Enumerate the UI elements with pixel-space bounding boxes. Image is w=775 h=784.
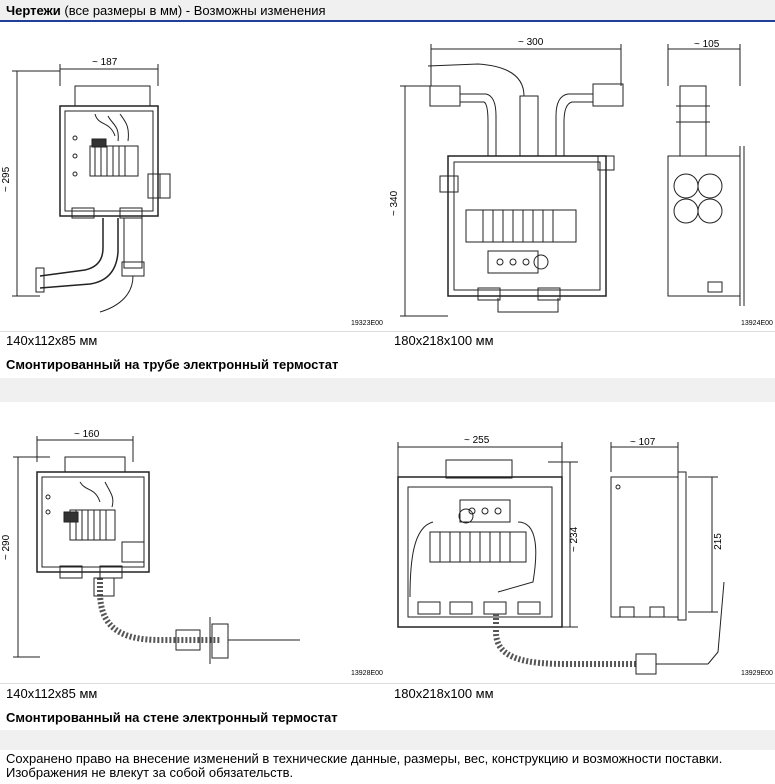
size-label: 180x218x100 мм (394, 686, 494, 701)
size-label: 180x218x100 мм (394, 333, 494, 348)
drawing-code: 19323E00 (351, 320, 383, 327)
drawing-code: 13929E00 (741, 670, 773, 677)
dim-width-label: ~ 255 (464, 435, 490, 446)
drawing-pipe-large: ~ 300 ~ 105 ~ 340 13924E00 (388, 26, 775, 332)
dim-depth-label: ~ 107 (630, 437, 656, 448)
drawing-code: 13928E00 (351, 670, 383, 677)
size-label: 140x112x85 мм (6, 686, 98, 701)
drawing-wall-large: ~ 255 ~ 107 ~ 234 215 13929E00 (388, 402, 775, 682)
dim-depth-label: ~ 105 (694, 39, 720, 50)
disclaimer-line: Изображения не влекут за собой обязатель… (6, 765, 294, 780)
dim-width-label: ~ 300 (518, 37, 544, 48)
drawing-code: 13924E00 (741, 320, 773, 327)
divider (0, 683, 775, 684)
dim-height-label: ~ 295 (1, 166, 13, 193)
header-title-rest: (все размеры в мм) - Возможны изменения (60, 3, 326, 18)
drawings-header-title: Чертежи (все размеры в мм) - Возможны из… (6, 3, 326, 18)
drawing-wall-small: ~ 160 ~ 290 13928E00 (0, 402, 386, 682)
caption-wall-mounted: Смонтированный на стене электронный терм… (6, 710, 338, 725)
divider (0, 331, 775, 332)
caption-pipe-mounted: Смонтированный на трубе электронный терм… (6, 357, 339, 372)
dim-height-label: ~ 234 (569, 526, 581, 553)
disclaimer: Сохранено право на внесение изменений в … (6, 752, 722, 780)
drawing-pipe-small: ~ 187 ~ 295 19323E00 (0, 26, 386, 332)
dim-height2-label: 215 (712, 533, 724, 550)
section-gap (0, 730, 775, 750)
disclaimer-line: Сохранено право на внесение изменений в … (6, 751, 723, 766)
dim-width-label: ~ 187 (92, 57, 118, 68)
dim-width-label: ~ 160 (74, 429, 100, 440)
size-label: 140x112x85 мм (6, 333, 98, 348)
header-title-bold: Чертежи (6, 3, 61, 18)
dim-height-label: ~ 290 (1, 534, 13, 561)
section-gap (0, 378, 775, 402)
drawings-header: Чертежи (все размеры в мм) - Возможны из… (0, 0, 775, 22)
dim-height-label: ~ 340 (389, 190, 401, 217)
